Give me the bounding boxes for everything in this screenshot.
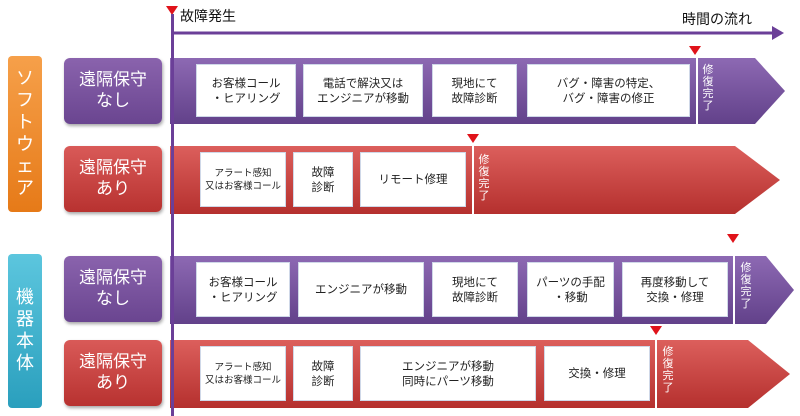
row-label: 遠隔保守 あり [64, 146, 162, 212]
step-box: 現地にて 故障診断 [432, 64, 517, 117]
completion-line [696, 58, 698, 126]
step-box: アラート感知 又はお客様コール [200, 346, 286, 401]
completion-line [655, 340, 657, 408]
step-box: 電話で解決又は エンジニアが移動 [303, 64, 423, 117]
failure-timeline [171, 14, 174, 416]
completion-marker-icon [650, 326, 662, 335]
completion-label: 修復完了 [662, 345, 674, 394]
failure-label: 故障発生 [180, 9, 236, 25]
failure-marker-icon [166, 6, 178, 15]
step-box: エンジニアが移動 同時にパーツ移動 [360, 346, 536, 401]
row-label: 遠隔保守 なし [64, 256, 162, 322]
row-label: 遠隔保守 あり [64, 340, 162, 406]
group-label-software: ソフトウェア [8, 56, 42, 212]
step-box: リモート修理 [360, 152, 466, 207]
completion-line [472, 146, 474, 214]
completion-label: 修復完了 [740, 261, 752, 310]
step-box: お客様コール ・ヒアリング [196, 64, 296, 117]
completion-marker-icon [689, 46, 701, 55]
time-flow-label: 時間の流れ [682, 12, 752, 28]
step-box: 故障 診断 [293, 152, 353, 207]
step-box: 交換・修理 [544, 346, 650, 401]
time-arrow [172, 26, 784, 40]
step-box: 故障 診断 [293, 346, 353, 401]
completion-label: 修復完了 [702, 63, 714, 112]
completion-marker-icon [727, 234, 739, 243]
step-box: アラート感知 又はお客様コール [200, 152, 286, 207]
row-label: 遠隔保守 なし [64, 58, 162, 124]
step-box: エンジニアが移動 [298, 262, 424, 317]
step-box: バグ・障害の特定、 バグ・障害の修正 [527, 64, 690, 117]
completion-label: 修復完了 [478, 153, 490, 202]
step-box: お客様コール ・ヒアリング [196, 262, 290, 317]
step-box: 再度移動して 交換・修理 [622, 262, 728, 317]
step-box: 現地にて 故障診断 [432, 262, 518, 317]
completion-marker-icon [467, 134, 479, 143]
group-label-hardware: 機器本体 [8, 254, 42, 408]
step-box: パーツの手配 ・移動 [527, 262, 614, 317]
completion-line [733, 256, 735, 324]
